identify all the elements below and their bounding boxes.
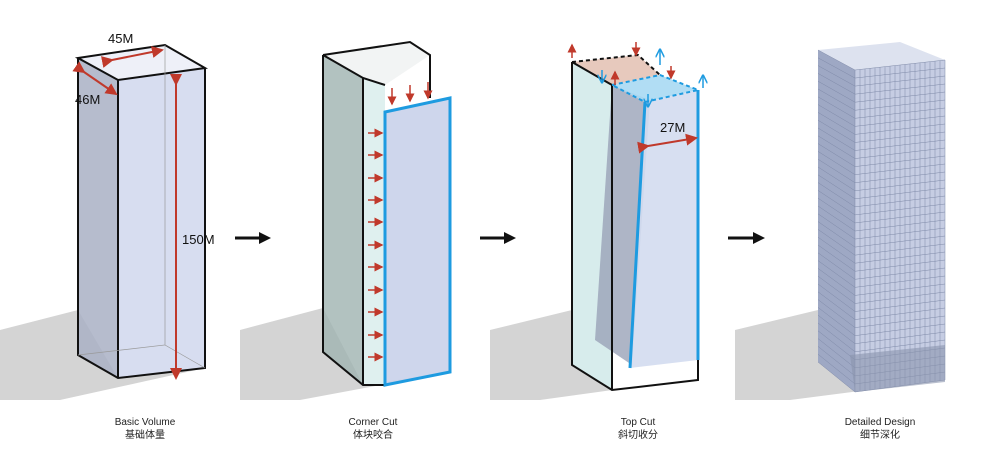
detailed-design-model bbox=[817, 42, 946, 393]
step-caption-detailed-design: Detailed Design 细节深化 bbox=[800, 416, 960, 442]
caption-title: Top Cut bbox=[620, 417, 656, 428]
basic-volume-model: 45M 46M 150M bbox=[72, 31, 215, 380]
corner-cut-model bbox=[322, 40, 452, 387]
caption-title: Basic Volume bbox=[114, 417, 176, 428]
top-cut-dimension: 27M bbox=[660, 120, 685, 135]
width-dimension: 45M bbox=[108, 31, 133, 46]
depth-dimension: 46M bbox=[75, 92, 100, 107]
height-dimension: 150M bbox=[182, 232, 215, 247]
step-caption-corner-cut: Corner Cut 体块咬合 bbox=[293, 416, 453, 442]
top-cut-model: 27M bbox=[567, 42, 703, 392]
step-caption-basic-volume: Basic Volume 基础体量 bbox=[65, 416, 225, 442]
caption-subtitle: 斜切收分 bbox=[618, 430, 658, 441]
caption-title: Corner Cut bbox=[348, 417, 398, 428]
caption-subtitle: 基础体量 bbox=[125, 430, 165, 441]
caption-title: Detailed Design bbox=[844, 417, 916, 428]
caption-subtitle: 细节深化 bbox=[860, 430, 900, 441]
step-caption-top-cut: Top Cut 斜切收分 bbox=[558, 416, 718, 442]
caption-subtitle: 体块咬合 bbox=[353, 430, 393, 441]
